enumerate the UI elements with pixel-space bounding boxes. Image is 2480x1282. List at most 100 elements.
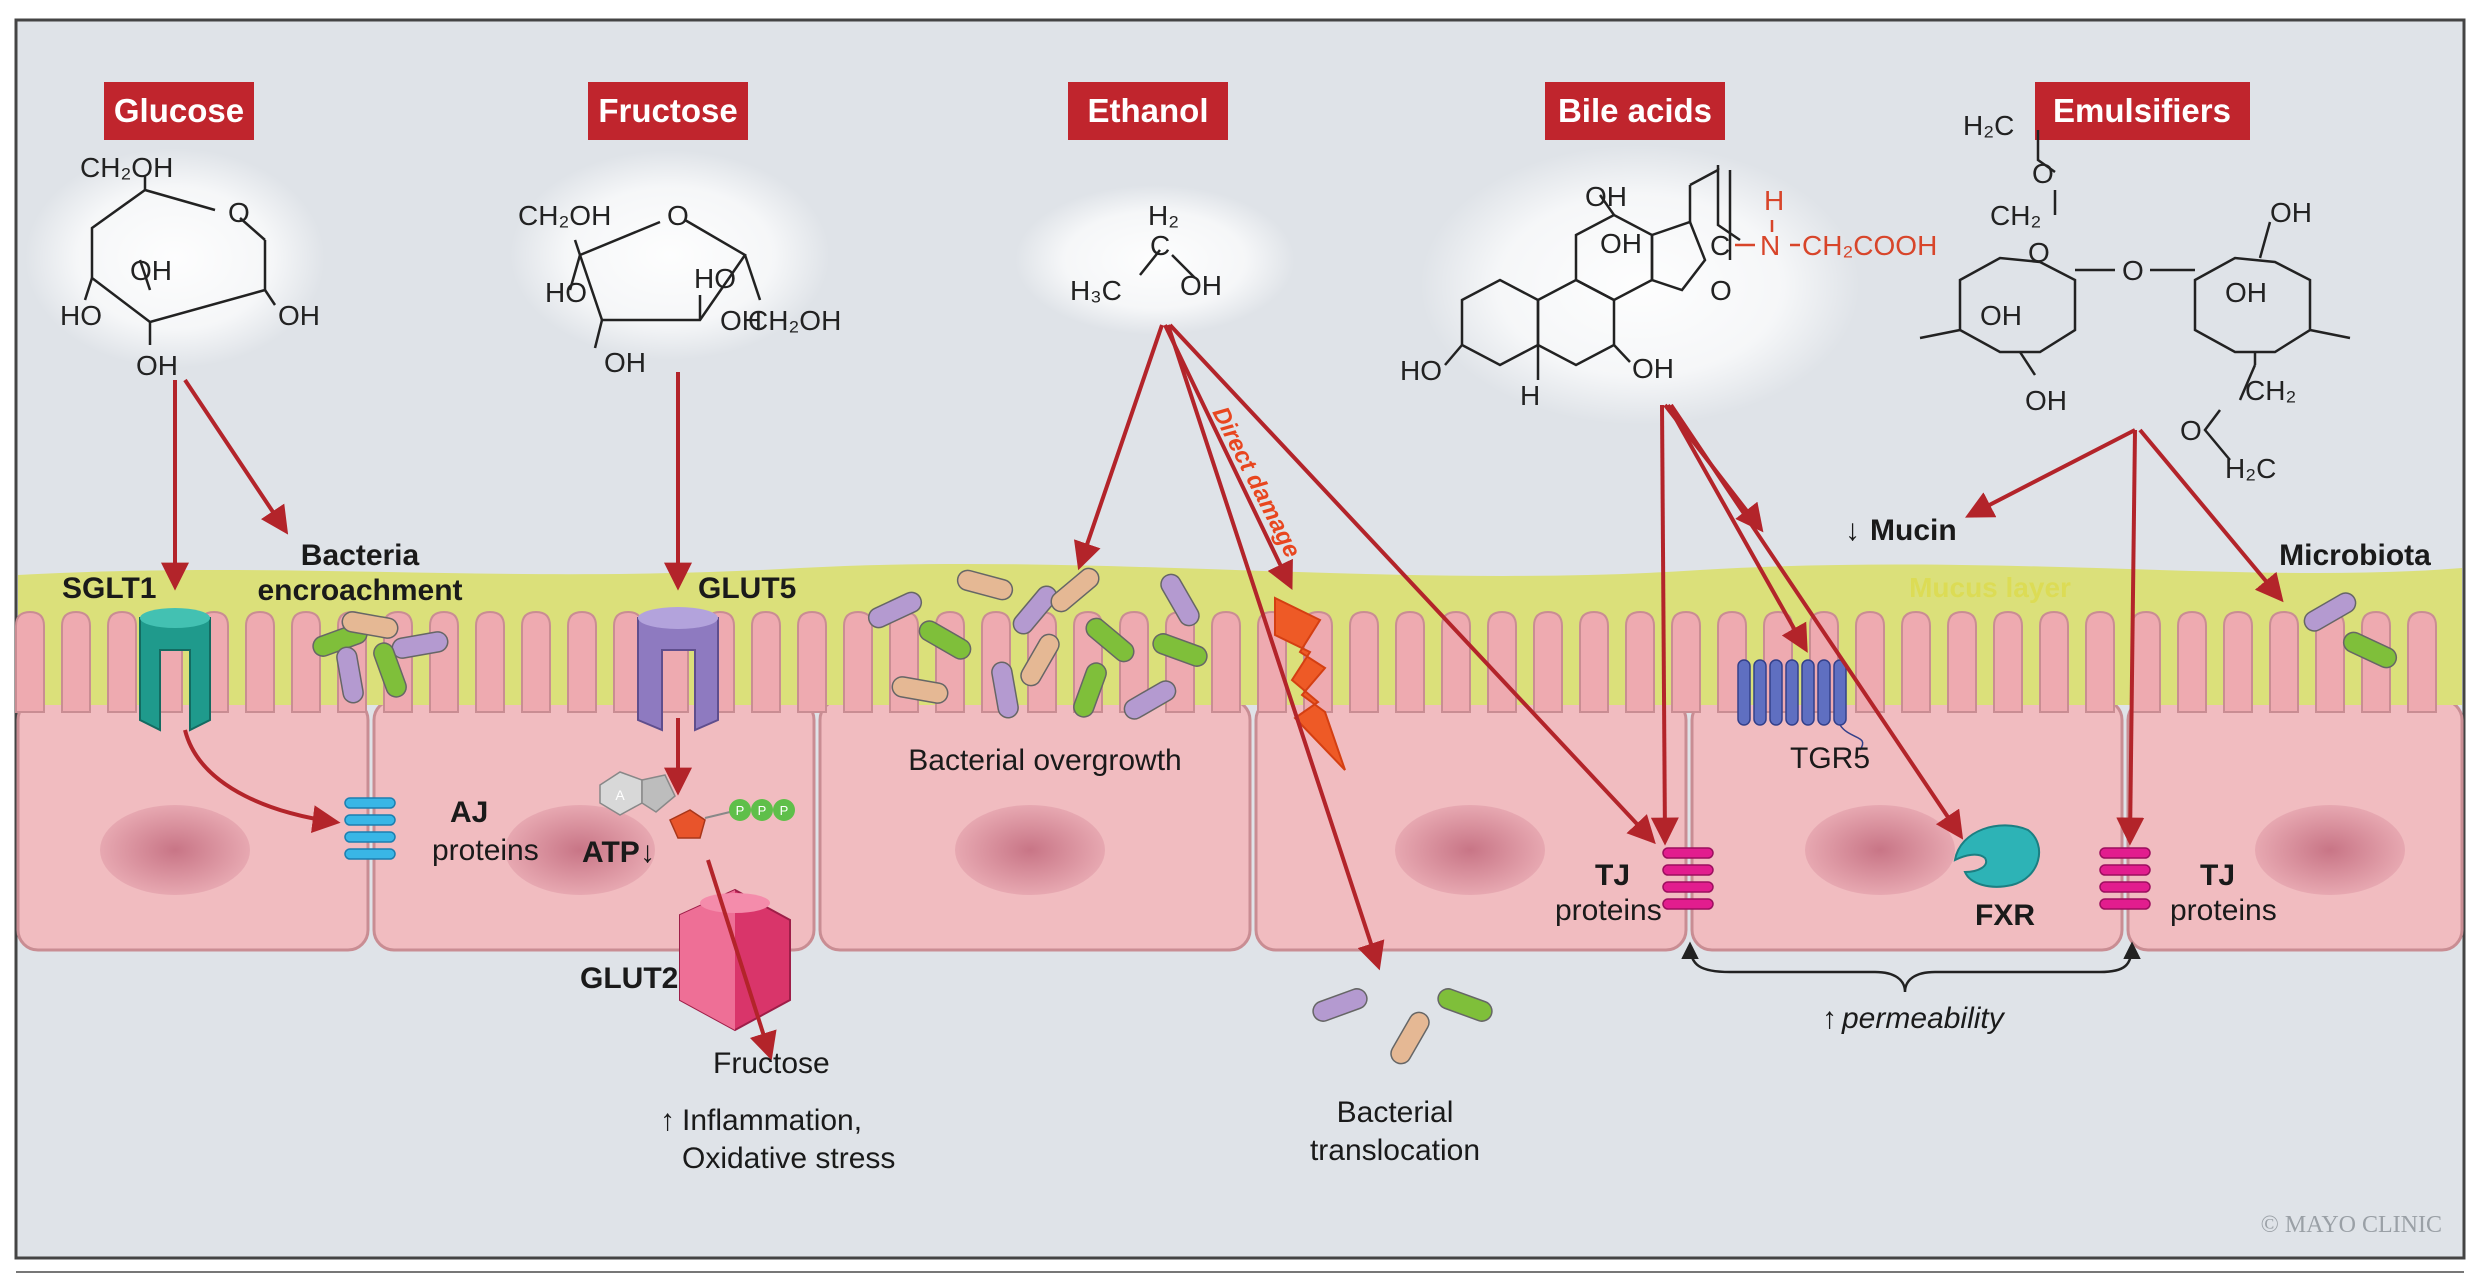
microvillus [1441, 610, 1471, 713]
sglt1-label: SGLT1 [62, 572, 156, 605]
glucose-structure [83, 175, 277, 345]
emulsifiers-title: Emulsifiers [2053, 92, 2231, 129]
emulsifier-atom: O [2122, 255, 2144, 286]
emulsifier-structure [1919, 130, 2351, 461]
microvillus [2085, 610, 2115, 713]
microvillus [475, 610, 505, 713]
microvillus [1993, 610, 2023, 713]
bacterium [336, 646, 364, 704]
tgr5-label: TGR5 [1790, 742, 1870, 775]
glucose-title: Glucose [114, 92, 244, 129]
bacterium [991, 661, 1019, 719]
bacterium [891, 676, 949, 704]
microvillus [1211, 610, 1241, 713]
bile-acids-title: Bile acids [1558, 92, 1712, 129]
emulsifier-atom: OH [2225, 277, 2267, 308]
atp-phosphate-letter: P [758, 803, 767, 818]
bacterium [1050, 567, 1100, 613]
bacterial-translocation-label: translocation [1310, 1134, 1480, 1167]
fructose-atom: HO [694, 263, 736, 294]
emulsifier-atom: O [2028, 237, 2050, 268]
header-glucose: Glucose [104, 82, 254, 140]
glut2-label: GLUT2 [580, 962, 678, 995]
microvillus [61, 610, 91, 713]
microvillus [2407, 610, 2437, 713]
microvillus [15, 610, 45, 713]
tj-proteins-label: TJ [2200, 859, 2235, 892]
bile-atom: O [1710, 275, 1732, 306]
microvillus [1487, 610, 1517, 713]
aj-proteins [344, 797, 396, 860]
tj-proteins-left [1662, 847, 1714, 910]
atp-phosphate-letter: P [736, 803, 745, 818]
bacterium [918, 620, 972, 660]
fructose-glow [510, 150, 830, 360]
tgr5-receptor [1737, 659, 1864, 751]
bacteria [312, 567, 2398, 1065]
fxr-label: FXR [1975, 899, 2035, 932]
bacterium [2342, 631, 2398, 669]
bile-atom: OH [1600, 228, 1642, 259]
emulsifier-atom: OH [2270, 197, 2312, 228]
tj-proteins-right [2099, 847, 2151, 910]
emulsifier-atom: O [2180, 415, 2202, 446]
microvillus [1947, 610, 1977, 713]
emulsifier-atom: H₂C [2225, 453, 2276, 484]
nucleus [955, 805, 1105, 895]
aj-proteins-label: proteins [432, 834, 539, 867]
fructose-atom: HO [545, 277, 587, 308]
glucose-atom: CH₂OH [80, 152, 173, 183]
bile-atom: HO [1400, 355, 1442, 386]
glycine-atom: H [1764, 185, 1784, 216]
oxidative-stress-label: Oxidative stress [682, 1142, 895, 1175]
emulsifier-atom: H₂C [1963, 110, 2014, 141]
microvillus [1855, 610, 1885, 713]
glucose-atom: HO [60, 300, 102, 331]
bile-atom: OH [1632, 353, 1674, 384]
bile-atom: H [1520, 380, 1540, 411]
fructose-structure [568, 218, 762, 349]
bacterium [1390, 1011, 1430, 1065]
glucose-atom: OH [278, 300, 320, 331]
inflammation-up-arrow-icon: ↑ [660, 1104, 675, 1137]
fructose-output-label: Fructose [713, 1047, 830, 1080]
header-ethanol: Ethanol [1068, 82, 1228, 140]
nucleus [505, 805, 655, 895]
bacterium [1437, 988, 1493, 1022]
microvillus [2269, 610, 2299, 713]
bacterium [373, 642, 407, 698]
inflammation-label: Inflammation, [682, 1104, 862, 1137]
bacterium [956, 569, 1014, 601]
microvillus [567, 610, 597, 713]
mucus-layer-label: Mucus layer [1909, 572, 2071, 603]
bacterium [867, 591, 923, 629]
bacterium [2303, 592, 2357, 632]
microvillus [107, 610, 137, 713]
mucin-label: Mucin [1870, 514, 1957, 547]
atp-phosphate-letter: P [780, 803, 789, 818]
ethanol-glow [1015, 185, 1295, 335]
microvillus [245, 610, 275, 713]
microvillus [1533, 610, 1563, 713]
bacterium [1152, 633, 1208, 667]
atp-down-arrow-icon: ↓ [640, 836, 655, 869]
microvillus [1625, 610, 1655, 713]
nucleus [2255, 805, 2405, 895]
ethanol-title: Ethanol [1088, 92, 1209, 129]
fructose-atom: CH₂OH [748, 305, 841, 336]
bacterium [1123, 680, 1177, 720]
microvillus [2177, 610, 2207, 713]
microvillus [843, 610, 873, 713]
ethanol-atom: H₂ [1148, 200, 1179, 231]
nucleus [100, 805, 250, 895]
microvillus [2131, 610, 2161, 713]
bacterium [1085, 617, 1135, 663]
emulsifier-atom: OH [1980, 300, 2022, 331]
arrows [161, 323, 2284, 1061]
bacterial-overgrowth-label: Bacterial overgrowth [908, 744, 1181, 777]
glucose-atom: OH [130, 255, 172, 286]
copyright-label: © MAYO CLINIC [2261, 1212, 2442, 1238]
nucleus [1395, 805, 1545, 895]
fructose-atom: O [667, 200, 689, 231]
microvillus [2039, 610, 2069, 713]
